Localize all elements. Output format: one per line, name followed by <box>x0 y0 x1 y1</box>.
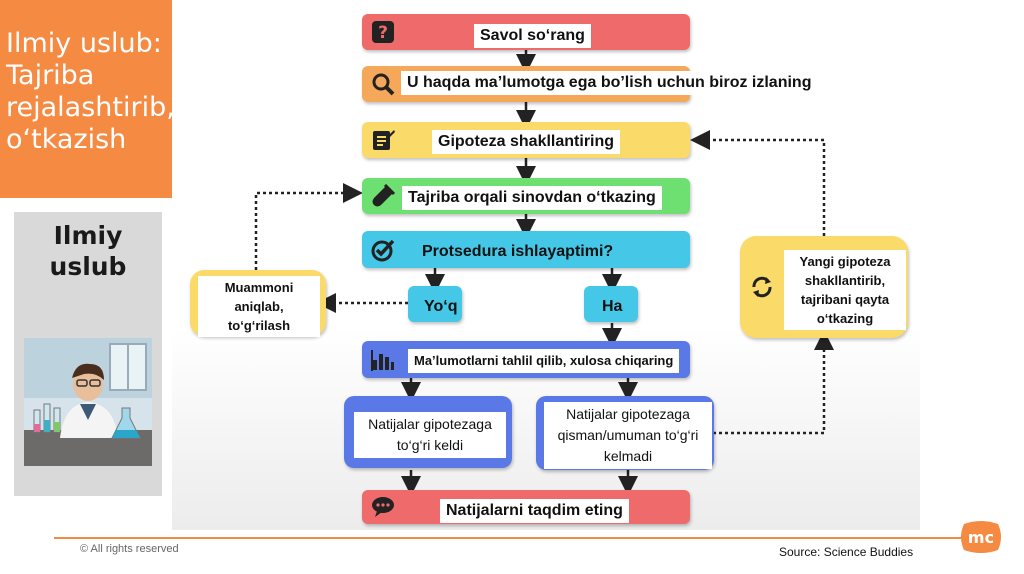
step-procedure-check <box>362 231 690 268</box>
scientific-method-diagram: ? Savol so‘rang U haqda ma’lumotga ega b… <box>172 0 920 530</box>
sidebar-card: Ilmiy uslub <box>14 212 162 496</box>
bar-chart-icon <box>371 349 394 371</box>
step-hypothesis-label: Gipoteza shakllantiring <box>432 130 621 154</box>
test-tube-icon <box>372 184 395 207</box>
connectors <box>254 50 834 496</box>
brand-logo: mc <box>961 521 1001 553</box>
search-icon <box>372 73 395 96</box>
sidebar-heading: Ilmiy uslub <box>49 221 127 281</box>
speech-bubble-icon <box>372 497 394 517</box>
scientist-photo <box>24 338 152 466</box>
copyright-text: © All rights reserved <box>80 543 179 555</box>
step-procedure-check-label: Protsedura ishlayaptimi? <box>422 243 614 260</box>
fix-problem-label: Muammoni aniqlab, to‘g‘rilash <box>198 276 320 337</box>
step-research-label: U haqda ma’lumotga ega bo’lish uchun bir… <box>401 71 818 95</box>
result-mismatch-label: Natijalar gipotezaga qisman/umuman to‘g‘… <box>544 402 712 469</box>
cycle-icon <box>752 276 772 298</box>
answer-yes <box>584 286 638 322</box>
notepad-icon <box>373 130 395 150</box>
new-hypothesis-label: Yangi gipoteza shakllantirib, tajribani … <box>784 250 906 330</box>
svg-text:mc: mc <box>968 528 994 547</box>
result-match-label: Natijalar gipotezaga to‘g‘ri keldi <box>354 412 506 458</box>
answer-no <box>408 286 462 322</box>
step-experiment-label: Tajriba orqali sinovdan o‘tkazing <box>402 186 662 210</box>
check-icon <box>371 239 395 261</box>
answer-no-label: Yo‘q <box>424 298 458 315</box>
footer-divider <box>54 537 966 539</box>
step-analyze-label: Ma’lumotlarni tahlil qilib, xulosa chiqa… <box>408 349 680 373</box>
step-present-label: Natijalarni taqdim eting <box>440 499 629 523</box>
question-icon: ? <box>372 21 394 43</box>
source-text: Source: Science Buddies <box>779 545 914 559</box>
step-ask-question-label: Savol so‘rang <box>474 24 591 48</box>
svg-text:?: ? <box>378 23 388 43</box>
answer-yes-label: Ha <box>602 298 623 315</box>
